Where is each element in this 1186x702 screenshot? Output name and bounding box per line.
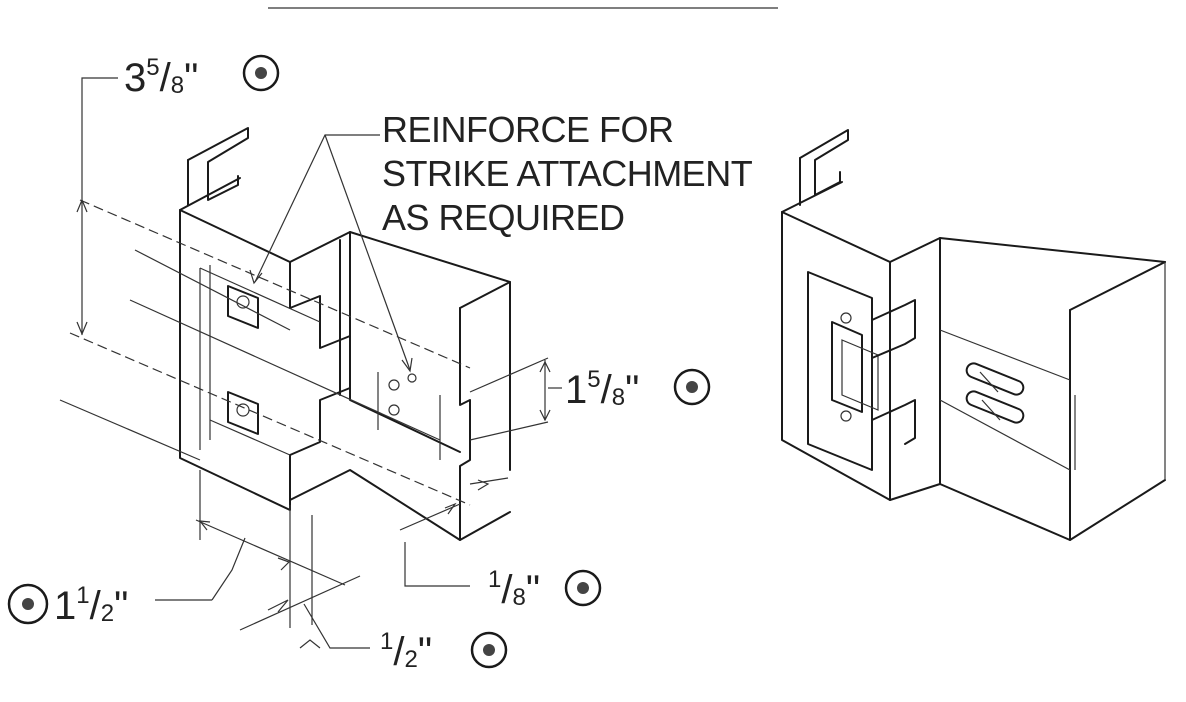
dimension-gap-label: 1/8"	[488, 566, 541, 612]
circled-dot-icon	[564, 569, 602, 607]
reinforce-callout: REINFORCE FOR STRIKE ATTACHMENT AS REQUI…	[382, 108, 753, 240]
dimension-bottom-label: 1/2"	[380, 628, 433, 674]
circled-dot-icon	[470, 631, 508, 669]
callout-leader-lines	[249, 134, 413, 373]
dimension-top-label: 35/8"	[124, 54, 199, 100]
circled-dot-icon	[673, 368, 711, 406]
dimension-left-label: 11/2"	[54, 582, 129, 628]
right-frame-section	[781, 129, 1166, 541]
dimension-middle-label: 15/8"	[565, 366, 640, 412]
circled-dot-icon	[7, 583, 49, 625]
dimension-lines	[76, 77, 562, 649]
circled-dot-icon	[242, 54, 280, 92]
left-frame-section	[179, 127, 511, 541]
callout-line-3: AS REQUIRED	[382, 197, 625, 238]
callout-line-1: REINFORCE FOR	[382, 109, 674, 150]
callout-line-2: STRIKE ATTACHMENT	[382, 153, 753, 194]
left-frame-extension-lines	[59, 199, 471, 506]
